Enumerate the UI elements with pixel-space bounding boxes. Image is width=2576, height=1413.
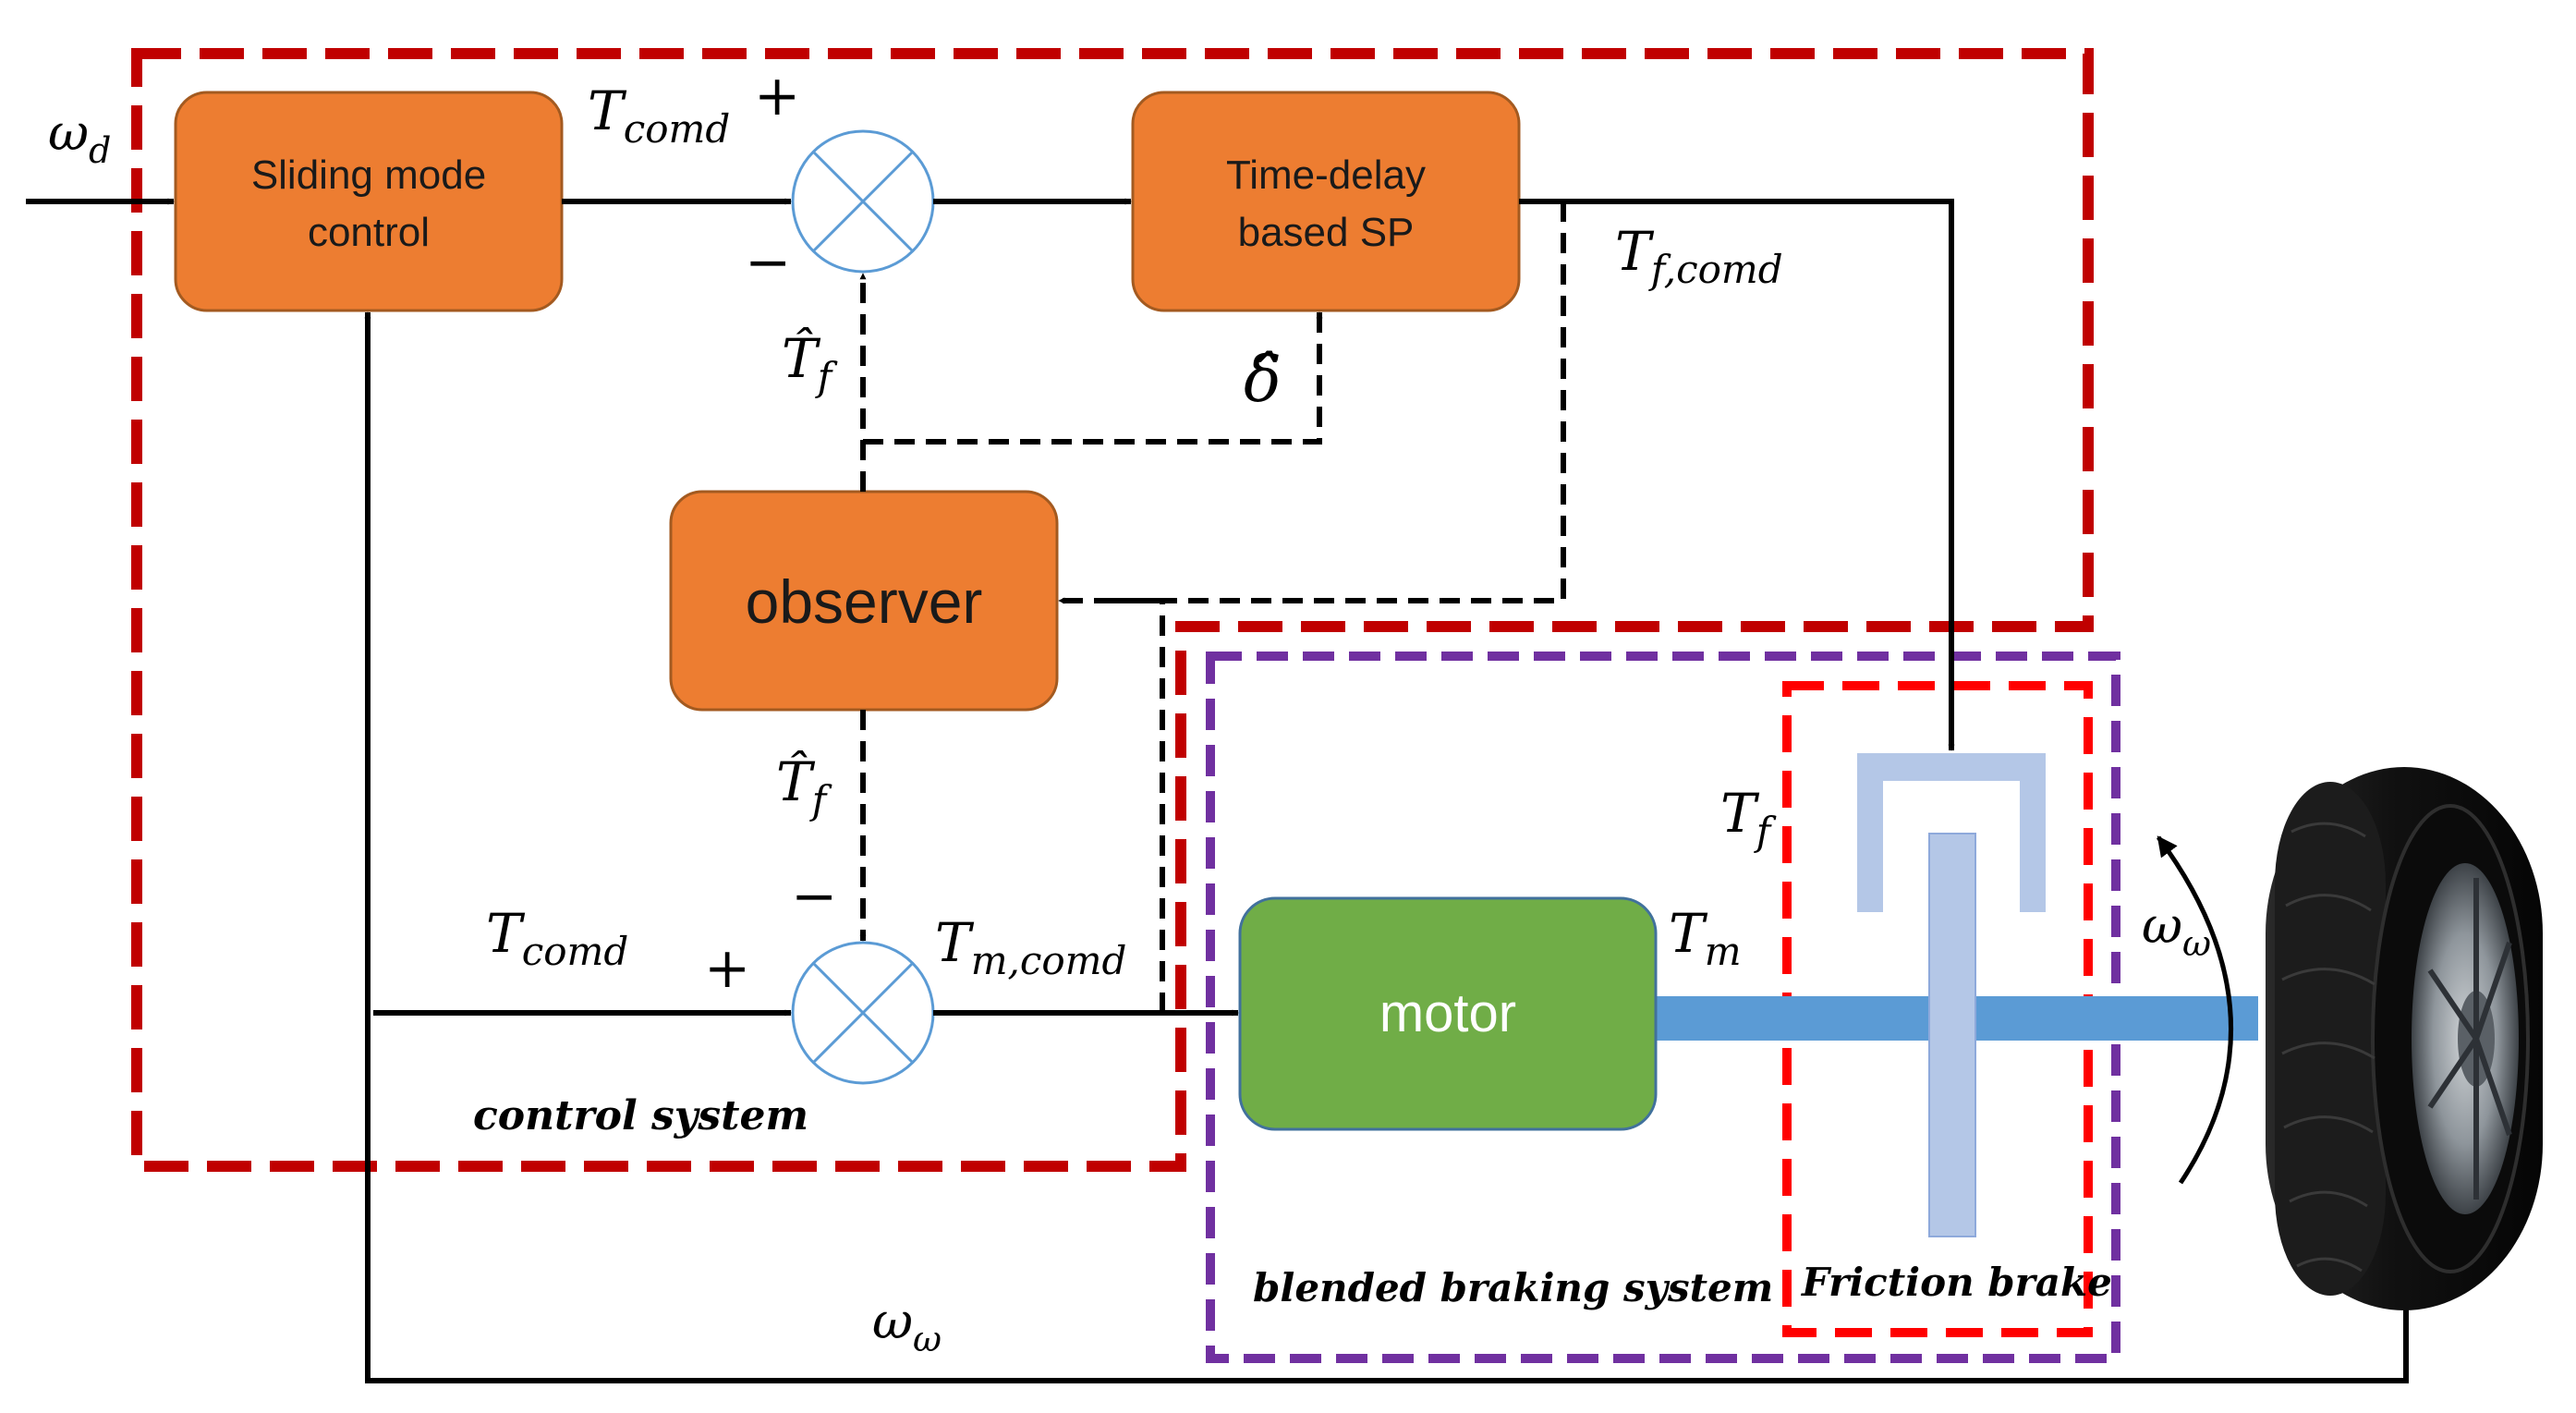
summing-junction-bottom-icon <box>791 941 935 1085</box>
dashed-signals <box>859 201 1566 1013</box>
plus-bottom-sign: + <box>704 936 750 1001</box>
time-delay-label-1: Time-delay <box>1226 152 1426 198</box>
t-f-label: Tf <box>1720 782 1777 854</box>
sliding-mode-label-1: Sliding mode <box>251 152 486 198</box>
omega-w-bottom-label: ωω <box>872 1292 942 1359</box>
observer-block: observer <box>669 490 1059 712</box>
time-delay-sp-block: Time-delay based SP <box>1131 91 1521 312</box>
t-f-hat-upper-label: T̂f <box>782 326 838 399</box>
solid-signals <box>26 198 2409 1383</box>
delta-hat-label: δ̂ <box>1244 344 1282 417</box>
omega-w-right-label: ωω <box>2142 896 2211 964</box>
brake-disc <box>1928 833 1976 1237</box>
sliding-mode-label-2: control <box>308 210 430 255</box>
brake-caliper <box>1857 753 2046 912</box>
tire-icon <box>2266 767 2543 1310</box>
t-m-comd-label: Tm,comd <box>935 911 1126 983</box>
motor-label: motor <box>1379 983 1516 1043</box>
minus-top-sign: − <box>745 230 791 295</box>
observer-to-sp-delta-line <box>863 311 1323 445</box>
minus-bottom-sign: − <box>791 864 837 929</box>
omega-w-feedback-line <box>364 311 2409 1383</box>
t-f-hat-lower-label: T̂f <box>776 749 832 822</box>
omega-d-label: ωd <box>48 104 111 171</box>
tm-comd-to-observer-line <box>1109 598 1165 1013</box>
tf-comd-line <box>1519 199 1955 751</box>
t-f-comd-label: Tf,comd <box>1615 220 1783 292</box>
control-system-caption: control system <box>473 1092 808 1139</box>
sliding-mode-control-block: Sliding mode control <box>174 91 564 312</box>
friction-brake-caption: Friction brake <box>1801 1260 2112 1305</box>
t-m-label: Tm <box>1669 902 1742 974</box>
summing-junction-top-icon <box>791 129 935 274</box>
plus-top-sign: + <box>754 64 800 128</box>
time-delay-label-2: based SP <box>1238 210 1415 255</box>
blended-braking-caption: blended braking system <box>1253 1265 1773 1310</box>
wheel-rotation-arrow <box>2156 835 2233 1185</box>
tf-comd-to-observer-line <box>1058 201 1566 604</box>
t-comd-top-label: Tcomd <box>588 79 730 152</box>
observer-label: observer <box>746 567 983 636</box>
motor-block: motor <box>1238 896 1658 1131</box>
t-comd-bottom-label: Tcomd <box>486 902 628 974</box>
control-system-frame <box>131 48 2094 1172</box>
